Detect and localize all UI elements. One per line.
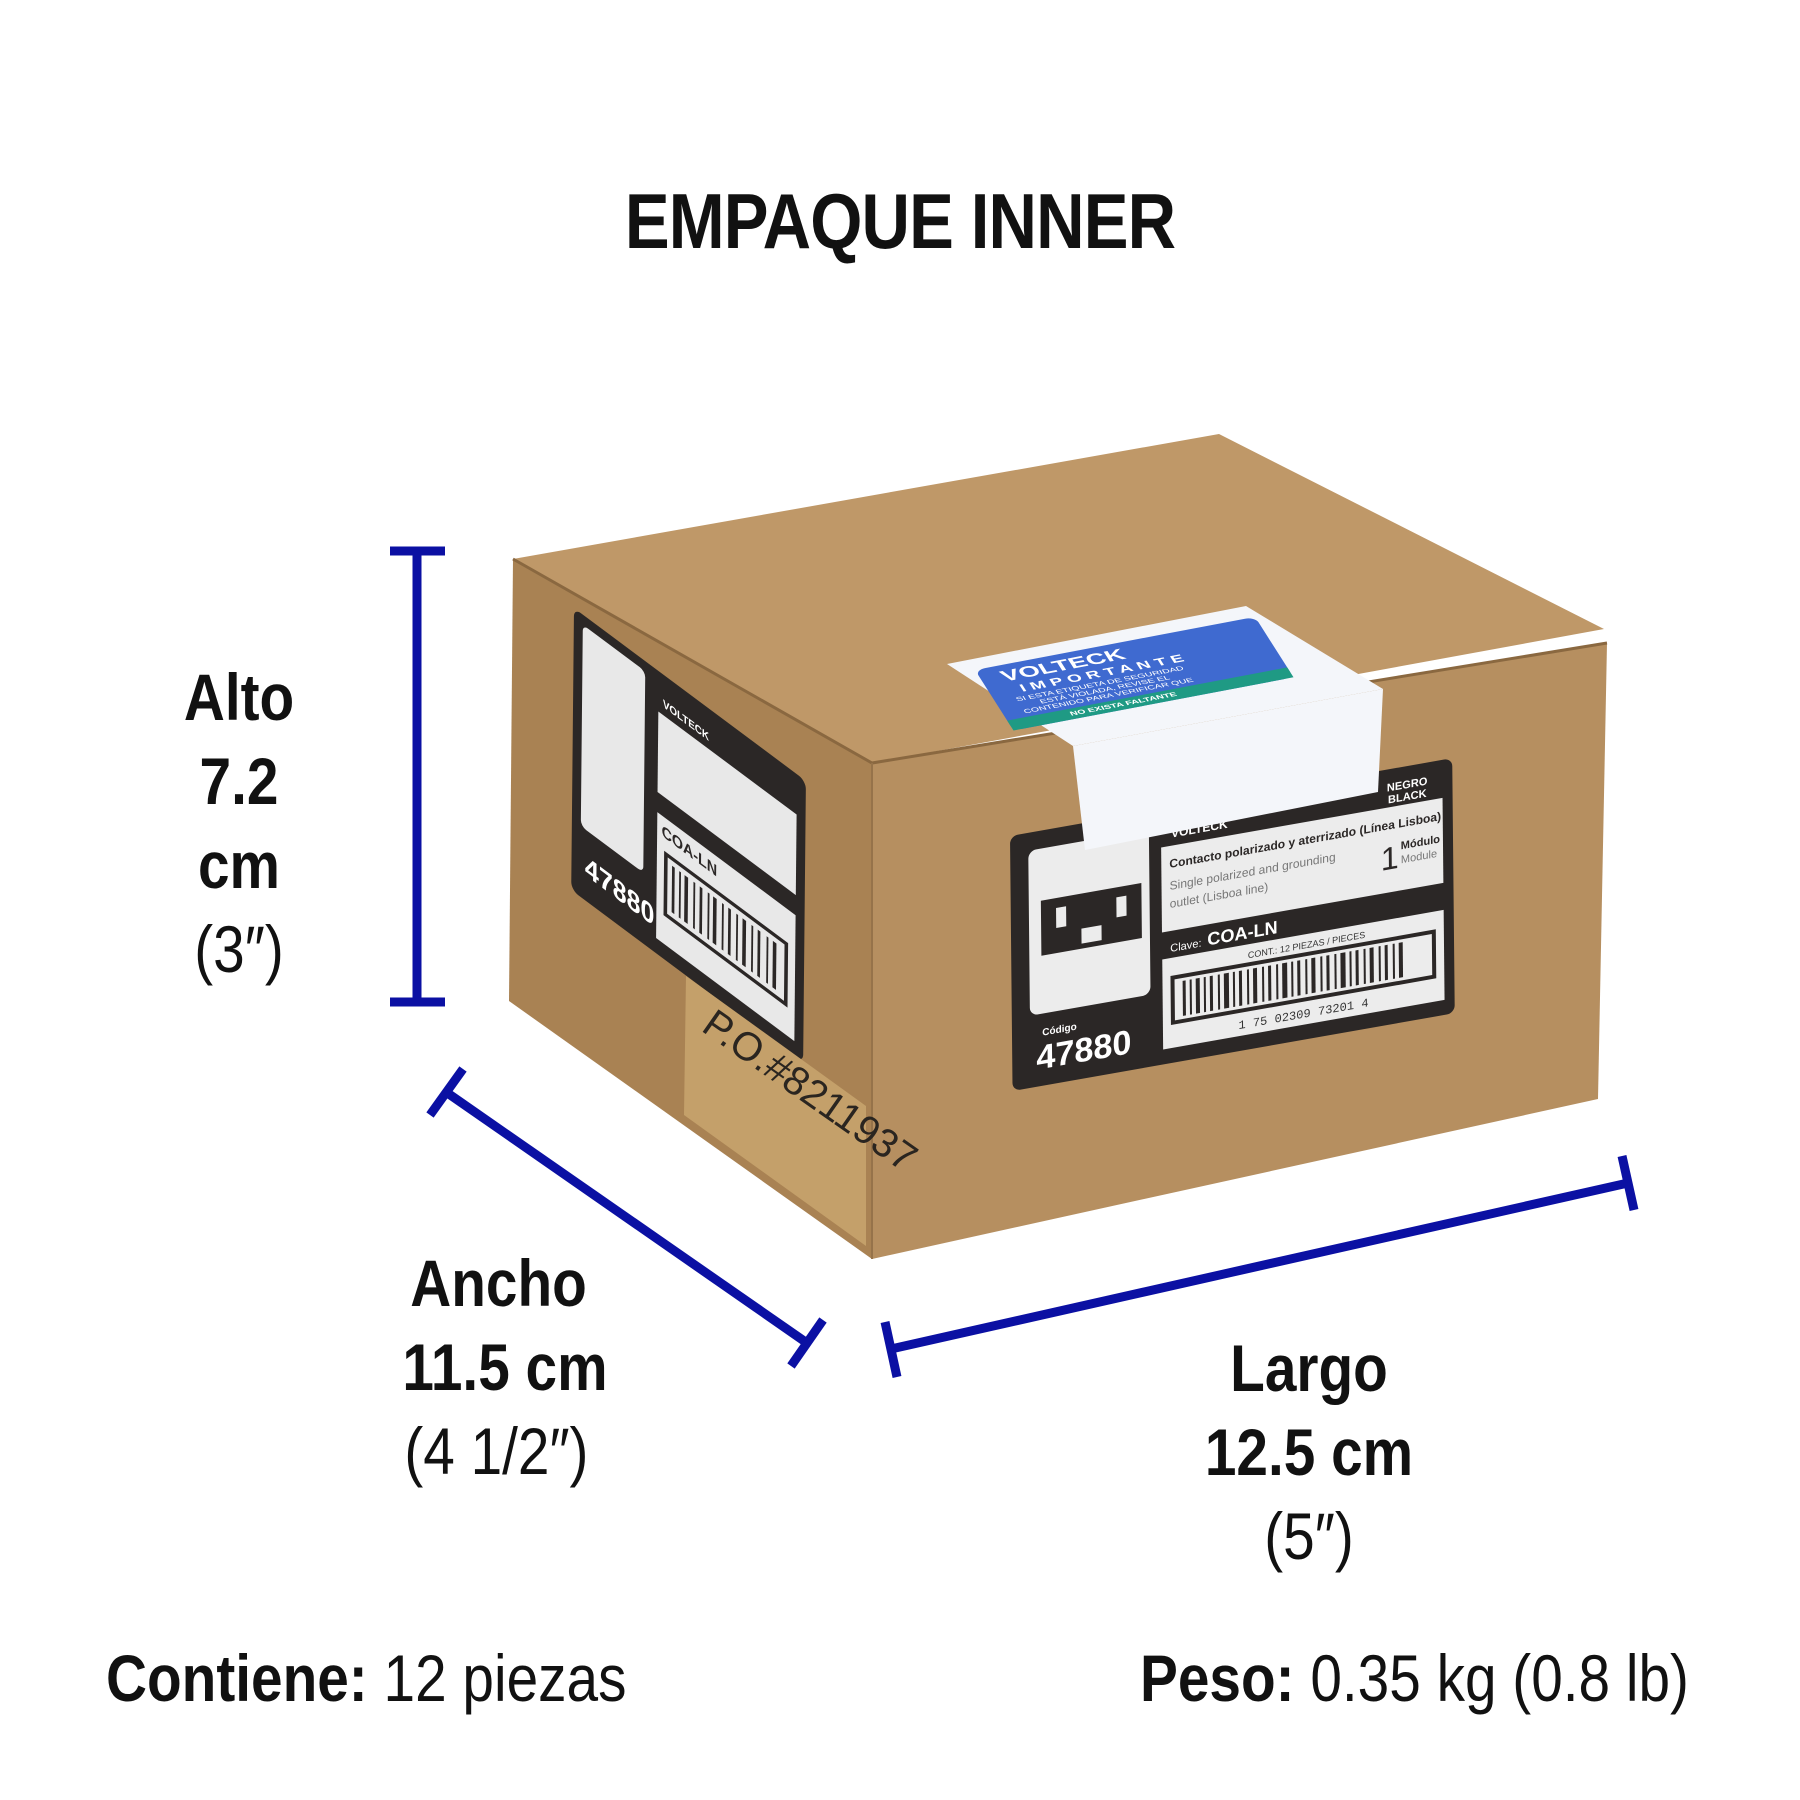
weight-value: 0.35 kg (0.8 lb) [1310,1641,1689,1715]
contents-value: 12 piezas [383,1641,627,1715]
largo-label: Largo [1230,1331,1388,1405]
weight-label: Peso: [1140,1641,1295,1715]
alto-imperial: (3″) [194,912,284,986]
barcode [1170,929,1437,1026]
ancho-label: Ancho [410,1246,587,1320]
security-seal: VOLTECK IMPORTANTE SI ESTA ETIQUETA DE S… [977,618,1294,731]
weight-info: Peso: 0.35 kg (0.8 lb) [1140,1640,1689,1716]
largo-imperial: (5″) [1264,1499,1354,1573]
label-modules-num: 1 [1381,839,1399,878]
page-title: EMPAQUE INNER [624,177,1176,265]
outlet-icon [1040,882,1142,956]
side-product-label: VOLTECK COA-LN 47880 [571,611,806,1060]
largo-dimension: Largo 12.5 cm (5″) [1202,1326,1417,1578]
largo-metric: 12.5 cm [1204,1415,1414,1489]
seal-flap [1073,689,1383,850]
alto-dimension: Alto 7.2 cm (3″) [153,655,325,991]
box-top-face [513,434,1604,763]
alto-metric: 7.2 cm [197,744,281,902]
largo-dimension-line [880,1155,1639,1378]
ancho-dimension-line [426,1066,827,1369]
po-sticker [684,976,866,1246]
ancho-imperial: (4 1/2″) [404,1414,589,1488]
contents-label: Contiene: [106,1641,368,1715]
alto-dimension-line [390,546,445,1007]
ancho-metric: 11.5 cm [402,1330,608,1404]
ancho-dimension: Ancho 11.5 cm (4 1/2″) [398,1241,613,1493]
contents-info: Contiene: 12 piezas [106,1640,626,1716]
alto-label: Alto [183,660,295,734]
label-clave-label: Clave: [1170,938,1201,955]
